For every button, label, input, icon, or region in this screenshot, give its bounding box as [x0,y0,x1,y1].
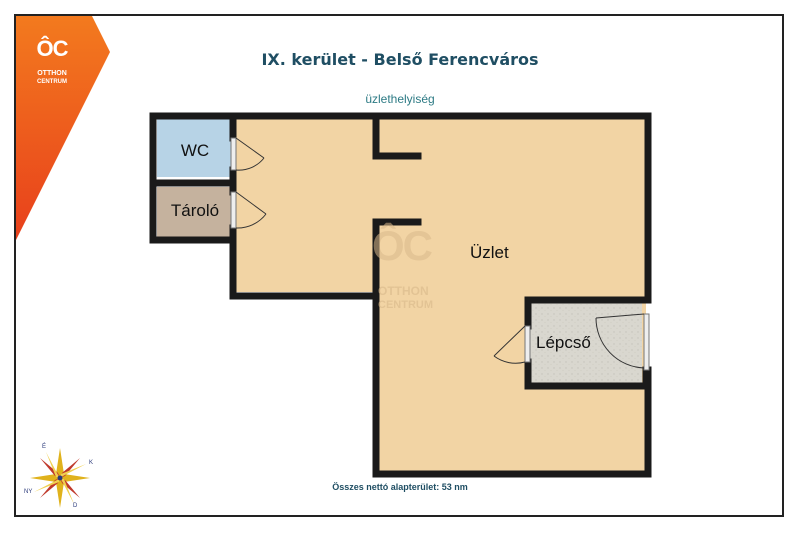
walls [149,112,652,478]
page-frame [14,14,784,517]
brand-logo-line1: OTTHON [37,70,67,77]
compass-north-label: É [42,444,47,450]
page-title: IX. kerület - Belső Ferencváros [261,50,539,69]
wc-floor [157,118,233,177]
watermark-line2: CENTRUM [378,299,433,311]
brand-logo-line2: CENTRUM [37,79,67,85]
watermark-mark: ÔC [372,222,433,269]
watermark-line1: OTTHON [378,284,429,298]
brand-logo-mark: ÔC [36,36,69,61]
room-label-storage: Tároló [170,201,220,220]
compass-east-label: K [89,460,94,466]
brand-corner-banner [16,16,110,240]
compass-south-label: D [73,503,78,509]
total-area-label: Összes nettó alapterület: 53 nm [332,482,468,492]
room-label-shop: Üzlet [470,243,509,262]
room-label-wc: WC [180,141,210,160]
room-label-stairs: Lépcső [536,333,591,352]
compass-rose [30,448,90,508]
compass-west-label: NY [24,489,33,495]
storage-floor [157,187,233,237]
property-type: üzlethelyiség [365,92,435,106]
doors [230,137,650,371]
